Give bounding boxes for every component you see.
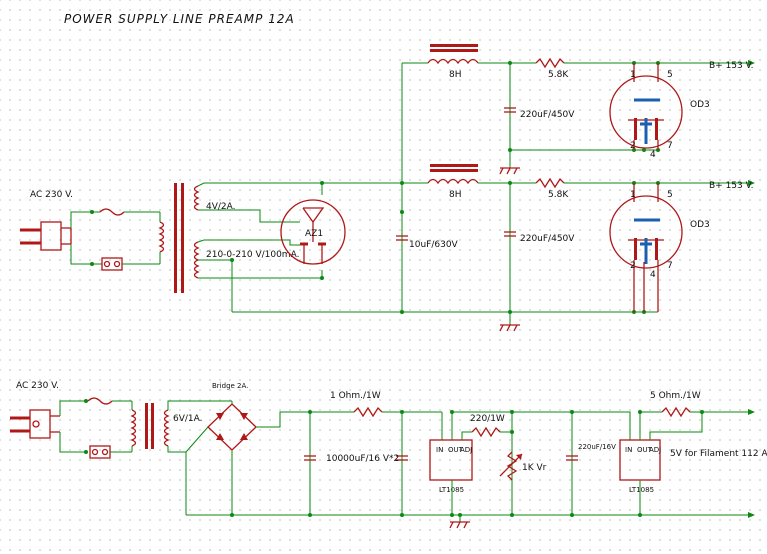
pin-2-tube-1: 2 xyxy=(630,141,636,151)
rectifier-tube-az1 xyxy=(280,199,346,265)
label-bplus-2: B+ 153 V. xyxy=(709,181,753,191)
reg1-pin-adj: ADJ xyxy=(460,446,472,454)
label-6v-1a: 6V/1A. xyxy=(173,414,203,424)
transformer-top xyxy=(158,183,200,293)
regulator-tube-od3-1 xyxy=(609,63,683,150)
fuse-bottom xyxy=(87,397,132,405)
label-od3-2: OD3 xyxy=(690,220,710,230)
label-1-ohm: 1 Ohm./1W xyxy=(330,391,381,401)
reg2-pin-adj: ADJ xyxy=(649,446,661,454)
label-filament-output: 5V for Filament 112 A xyxy=(670,449,767,459)
label-cap-1: 220uF/450V xyxy=(520,110,575,120)
label-5-ohm: 5 Ohm./1W xyxy=(650,391,701,401)
label-lt1085-2: LT1085 xyxy=(629,486,654,494)
label-od3-1: OD3 xyxy=(690,100,710,110)
label-res-1: 5.8K xyxy=(548,70,569,80)
choke-1 xyxy=(427,44,479,65)
schematic-title: POWER SUPPLY LINE PREAMP 12A xyxy=(64,12,295,26)
potentiometer-1k xyxy=(499,451,523,481)
label-4v-2a: 4V/2A. xyxy=(206,202,236,212)
label-1k-vr: 1K Vr xyxy=(522,463,547,473)
label-choke-2: 8H xyxy=(449,190,462,200)
label-choke-1: 8H xyxy=(449,70,462,80)
pin-4-tube-1: 4 xyxy=(650,150,656,160)
reg2-pin-in: IN xyxy=(625,446,632,454)
pin-7-tube-1: 7 xyxy=(667,141,673,151)
label-bplus-1: B+ 153 V. xyxy=(709,61,753,71)
resistor-220 xyxy=(471,426,501,438)
pin-1-tube-1: 1 xyxy=(630,70,636,80)
fuse-top xyxy=(92,208,160,216)
bottom-power-supply: AC 230 V. xyxy=(10,381,767,529)
label-res-2: 5.8K xyxy=(548,190,569,200)
label-220-1w: 220/1W xyxy=(470,414,505,424)
label-10uf-630v: 10uF/630V xyxy=(409,240,459,250)
pin-4-tube-2: 4 xyxy=(650,270,656,280)
ac-input-label-bottom: AC 230 V. xyxy=(16,381,59,391)
regulator-tube-od3-2 xyxy=(609,183,683,312)
label-az1: AZ1 xyxy=(305,229,323,239)
regulator-lt1085-1 xyxy=(429,439,473,481)
pin-7-tube-2: 7 xyxy=(667,261,673,271)
capacitor-220uf-2 xyxy=(504,231,516,237)
capacitor-10000uf-a xyxy=(304,455,316,461)
top-power-supply: AC 230 V. 4V/2A. 2 1 xyxy=(20,44,755,332)
ground-symbol-top xyxy=(499,324,520,332)
reg1-pin-in: IN xyxy=(436,446,443,454)
pin-5-tube-1: 5 xyxy=(667,70,673,80)
label-cap-2: 220uF/450V xyxy=(520,234,575,244)
switch-bottom xyxy=(89,445,132,459)
ground-symbol-bottom xyxy=(449,521,470,529)
ac-input-label-top: AC 230 V. xyxy=(30,190,73,200)
label-10000uf: 10000uF/16 V*2 xyxy=(326,454,399,464)
reg2-pin-out: OUT xyxy=(637,446,653,454)
capacitor-220uf-1 xyxy=(504,107,516,113)
capacitor-10000uf-b xyxy=(396,455,408,461)
label-210v: 210-0-210 V/100mA. xyxy=(206,250,299,260)
resistor-5-8k-2 xyxy=(535,177,565,189)
pin-5-tube-2: 5 xyxy=(667,190,673,200)
reg1-pin-out: OUT xyxy=(448,446,464,454)
bridge-rectifier xyxy=(207,403,257,451)
ac-plug-bottom xyxy=(10,409,60,439)
label-bridge: Bridge 2A. xyxy=(212,382,248,390)
resistor-1-ohm xyxy=(353,406,383,418)
ac-plug-top xyxy=(20,221,72,251)
resistor-5-ohm xyxy=(661,406,691,418)
capacitor-220uf-16v xyxy=(566,455,578,461)
choke-2 xyxy=(427,164,479,185)
label-220uf-16v: 220uF/16V xyxy=(578,443,616,451)
switch-top xyxy=(92,257,160,271)
ground-symbol-branch-1 xyxy=(499,167,520,175)
capacitor-10uf xyxy=(396,210,408,241)
pin-1-tube-2: 1 xyxy=(630,190,636,200)
transformer-bottom xyxy=(130,403,170,449)
pin-2-tube-2: 2 xyxy=(630,261,636,271)
resistor-5-8k-1 xyxy=(535,57,565,69)
